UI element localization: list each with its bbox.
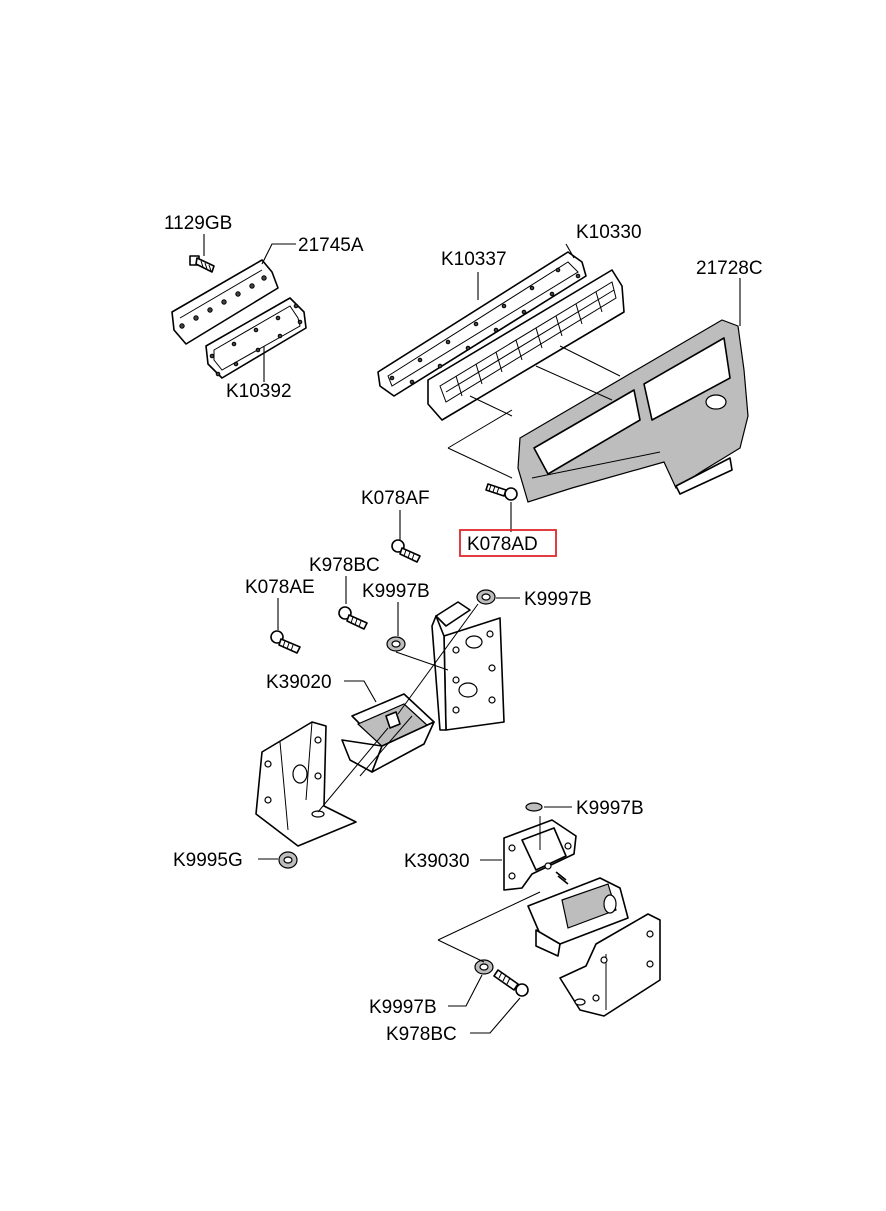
- gasket-K10392[interactable]: [205, 297, 307, 379]
- nut-K9995G[interactable]: [278, 851, 298, 869]
- label-1129GB: 1129GB: [164, 213, 232, 234]
- label-K078AE: K078AE: [245, 577, 315, 598]
- label-K10330: K10330: [576, 222, 642, 243]
- highlight-box-K078AD: [459, 529, 557, 557]
- label-K9997B-d: K9997B: [369, 997, 437, 1018]
- mount-bracket-left[interactable]: [255, 721, 357, 847]
- label-K10392: K10392: [226, 381, 292, 402]
- label-K078AF: K078AF: [361, 488, 430, 509]
- mount-bracket-right[interactable]: [559, 913, 661, 1017]
- label-K39020: K39020: [266, 672, 332, 693]
- label-21745A: 21745A: [298, 235, 364, 256]
- gasket-K10337[interactable]: [377, 251, 587, 397]
- label-K978BC-bottom: K978BC: [386, 1024, 457, 1045]
- engine-mount-lower[interactable]: [527, 871, 629, 957]
- washer-K9997B-b[interactable]: [476, 589, 496, 605]
- bracket-21728C[interactable]: [517, 319, 749, 503]
- label-K9995G: K9995G: [173, 850, 243, 871]
- washer-K9997B-d[interactable]: [474, 959, 494, 975]
- label-K39030: K39030: [404, 851, 470, 872]
- bolt-K078AF[interactable]: [391, 539, 421, 563]
- bolt-K978BC-top[interactable]: [338, 606, 368, 630]
- filter-grid-K10330[interactable]: [427, 269, 625, 421]
- engine-mount-K39020[interactable]: [341, 693, 435, 773]
- label-K978BC-top: K978BC: [309, 555, 380, 576]
- label-K10337: K10337: [441, 249, 507, 270]
- bolt-K078AE[interactable]: [270, 630, 301, 654]
- label-K9997B-b: K9997B: [524, 589, 592, 610]
- bolt-1129GB[interactable]: [189, 255, 215, 273]
- label-K078AD[interactable]: K078AD: [467, 534, 538, 555]
- bolt-K978BC-bottom[interactable]: [493, 969, 529, 997]
- label-21728C: 21728C: [696, 258, 763, 279]
- washer-K9997B-c[interactable]: [525, 802, 543, 812]
- bracket-K39030[interactable]: [503, 819, 577, 891]
- label-K9997B-a: K9997B: [362, 581, 430, 602]
- label-K9997B-c: K9997B: [576, 798, 644, 819]
- washer-K9997B-a[interactable]: [386, 636, 406, 652]
- bolt-K078AD[interactable]: [485, 483, 518, 501]
- mount-plate[interactable]: [431, 601, 505, 731]
- cover-plate-21745A[interactable]: [171, 259, 279, 345]
